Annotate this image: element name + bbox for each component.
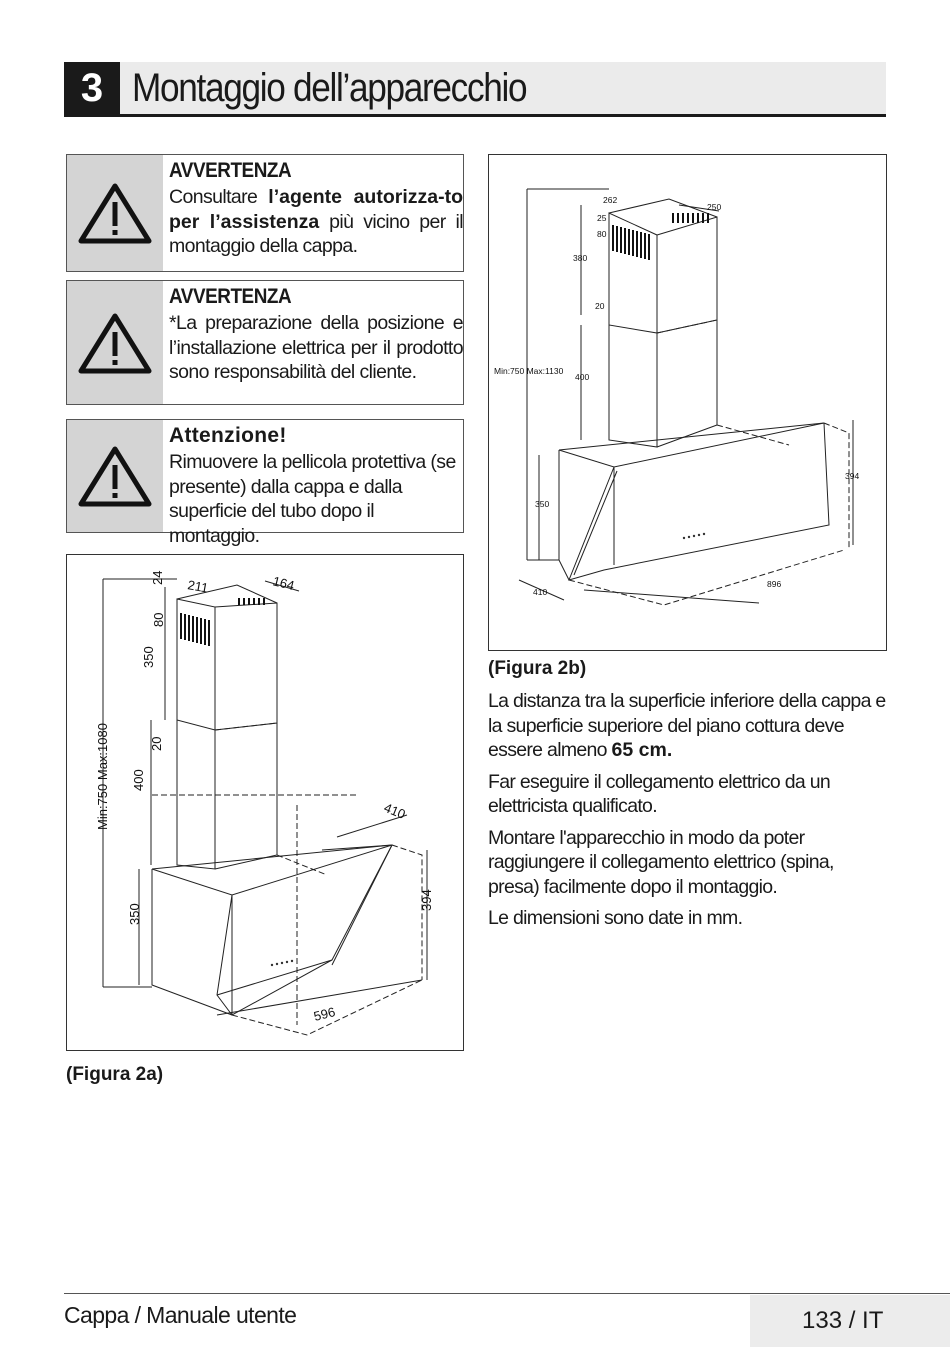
dim-350: 350 — [535, 499, 549, 509]
warning-text: Rimuovere la pellicola protettiva (se pr… — [169, 451, 456, 547]
dim-20: 20 — [149, 737, 164, 751]
warning-title: AVVERTENZA — [169, 159, 292, 182]
dim-394: 394 — [419, 889, 434, 911]
warning-title: Attenzione! — [169, 424, 287, 447]
warning-text-part: Consultare — [169, 186, 269, 208]
dim-164: 164 — [271, 573, 296, 593]
warning-text-bold: l’agente autorizza-to per l’assistenza — [169, 186, 463, 233]
warning-text: Consultare l’agente autorizza-to per l’a… — [169, 185, 464, 259]
dim-minmax: Min:750 Max:1080 — [95, 723, 110, 830]
figure-2a: 24 211 164 80 350 20 400 Min:750 Max:108… — [66, 554, 464, 1051]
warning-box-2: AVVERTENZA *La preparazione della posizi… — [66, 280, 464, 405]
dim-minmax: Min:750 Max:1130 — [494, 366, 564, 376]
warning-box-3: Attenzione! Rimuovere la pellicola prote… — [66, 419, 464, 547]
paragraph-distance: La distanza tra la superficie inferiore … — [488, 689, 886, 763]
paragraph-electrical: Far eseguire il collegamento elettrico d… — [488, 770, 831, 818]
footer-page-number: 133 / IT — [750, 1295, 950, 1347]
paragraph-units: Le dimensioni sono date in mm. — [488, 907, 743, 929]
body-text: La distanza tra la superficie inferiore … — [488, 689, 886, 938]
footer-divider — [64, 1293, 950, 1294]
section-title: Montaggio dell’apparecchio — [132, 66, 528, 110]
dim-350-bottom: 350 — [127, 903, 142, 925]
hood-diagram-2b: 262 250 25 80 380 20 Min:750 Max:1130 40… — [494, 188, 859, 606]
dim-394: 394 — [845, 471, 859, 481]
dim-350-top: 350 — [141, 646, 156, 668]
figure-2a-caption: (Figura 2a) — [66, 1064, 164, 1085]
warning-icon-cell — [67, 420, 163, 532]
hood-diagram-2a: 24 211 164 80 350 20 400 Min:750 Max:108… — [95, 571, 434, 1036]
dim-400: 400 — [131, 769, 146, 791]
warning-triangle-icon — [78, 183, 152, 244]
paragraph-text: La distanza tra la superficie inferiore … — [488, 690, 886, 761]
dim-80: 80 — [597, 229, 607, 239]
section-number: 3 — [64, 62, 120, 114]
dim-410: 410 — [533, 587, 547, 597]
dim-25: 25 — [597, 213, 607, 223]
dim-596: 596 — [312, 1004, 337, 1024]
paragraph-mounting: Montare l'apparecchio in modo da poter r… — [488, 826, 834, 898]
warning-title: AVVERTENZA — [169, 285, 292, 308]
dim-400: 400 — [575, 372, 589, 382]
paragraph-bold: 65 cm. — [611, 739, 673, 761]
dim-20: 20 — [595, 301, 605, 311]
section-header: 3 Montaggio dell’apparecchio — [64, 62, 886, 117]
warning-text: *La preparazione della posizione e l’ins… — [169, 312, 464, 383]
figure-2b-caption: (Figura 2b) — [488, 658, 587, 679]
dim-24: 24 — [150, 571, 165, 585]
dim-211: 211 — [186, 577, 209, 595]
footer-manual-title: Cappa / Manuale utente — [64, 1302, 297, 1328]
warning-triangle-icon — [78, 446, 152, 507]
warning-icon-cell — [67, 155, 163, 271]
warning-box-1: AVVERTENZA Consultare l’agente autorizza… — [66, 154, 464, 272]
dim-250: 250 — [707, 202, 721, 212]
figure-2b: 262 250 25 80 380 20 Min:750 Max:1130 40… — [488, 154, 887, 651]
dim-380: 380 — [573, 253, 587, 263]
dim-410: 410 — [382, 800, 408, 822]
warning-icon-cell — [67, 281, 163, 404]
dim-262: 262 — [603, 195, 617, 205]
dim-896: 896 — [767, 579, 781, 589]
dim-80: 80 — [151, 613, 166, 627]
warning-text-part: più vicino per il montaggio della cappa. — [169, 210, 464, 258]
warning-triangle-icon — [78, 313, 152, 373]
